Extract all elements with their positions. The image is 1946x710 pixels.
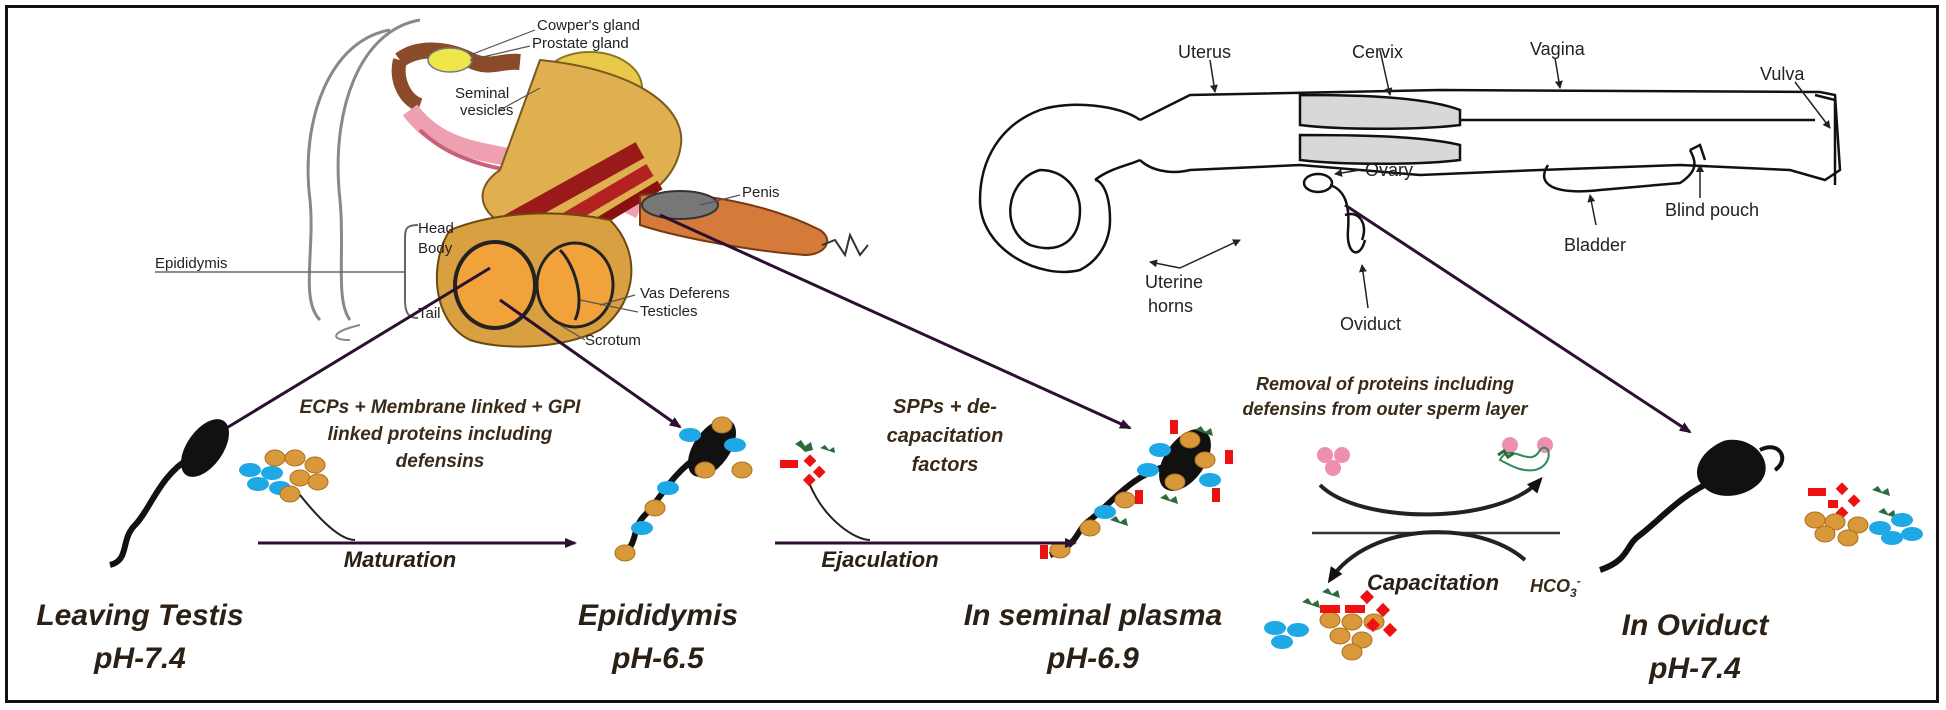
spps-note-line-1: SPPs + de- (893, 396, 997, 418)
vas-deferens-label: Vas Deferens (640, 285, 730, 302)
sperm-epididymis (614, 416, 753, 562)
ecps-note-line-1: ECPs + Membrane linked + GPI (300, 397, 582, 418)
testicles-label: Testicles (640, 303, 698, 320)
seminal-vesicles-label-2: vesicles (460, 102, 513, 119)
protein-cluster-oviduct (1804, 482, 1923, 547)
stage-1-name: Leaving Testis (36, 599, 243, 632)
protein-cluster-removed (1264, 588, 1398, 661)
maturation-label: Maturation (344, 547, 456, 572)
uterine-horns-label-2: horns (1148, 296, 1193, 316)
tail-label: Tail (418, 305, 441, 322)
bicarbonate-label: HCO3- (1530, 574, 1581, 600)
uterine-horns-label-1: Uterine (1145, 272, 1203, 292)
vagina-label: Vagina (1530, 39, 1586, 59)
stage-4-name: In Oviduct (1622, 609, 1771, 642)
sperm-seminal-plasma (1040, 420, 1233, 559)
removal-note-line-2: defensins from outer sperm layer (1242, 399, 1528, 419)
stage-3-ph: pH-6.9 (1046, 642, 1139, 675)
figure-border (5, 5, 1939, 703)
seminal-vesicles-label-1: Seminal (455, 85, 509, 102)
ecps-note-line-3: defensins (396, 451, 485, 472)
location-arrows (213, 203, 1692, 437)
spps-note-line-3: factors (912, 454, 979, 476)
cowpers-gland-label: Cowper's gland (537, 17, 640, 34)
bladder-label: Bladder (1564, 235, 1626, 255)
capacitation-label: Capacitation (1367, 570, 1499, 595)
spps-note-line-2: capacitation (887, 425, 1004, 447)
stage-2-name: Epididymis (578, 599, 738, 632)
sperm-in-oviduct (1598, 439, 1785, 573)
female-labels: Uterus Cervix Vagina Vulva Ovary Blind p… (1145, 39, 1805, 334)
female-label-leaders (1149, 49, 1831, 309)
ovary-label: Ovary (1365, 160, 1413, 180)
uterus-label: Uterus (1178, 42, 1231, 62)
stage-4-ph: pH-7.4 (1648, 652, 1741, 685)
protein-cluster-testis (239, 449, 356, 541)
stage-1-ph: pH-7.4 (93, 642, 186, 675)
cervix-label: Cervix (1352, 42, 1403, 62)
ecps-note-line-2: linked proteins including (328, 424, 553, 445)
head-label: Head (418, 220, 454, 237)
blind-pouch-label: Blind pouch (1665, 200, 1759, 220)
body-label: Body (418, 240, 453, 257)
capacitation-cycle (1312, 437, 1560, 584)
removal-note-line-1: Removal of proteins including (1256, 374, 1514, 394)
penis-label: Penis (742, 184, 780, 201)
vulva-label: Vulva (1760, 64, 1805, 84)
male-anatomy: Cowper's gland Prostate gland Seminal ve… (155, 17, 869, 349)
ejaculation-label: Ejaculation (821, 547, 938, 572)
stage-3-name: In seminal plasma (964, 599, 1222, 632)
scrotum-label: Scrotum (585, 332, 641, 349)
protein-cluster-spp (780, 440, 871, 541)
epididymis-label: Epididymis (155, 255, 228, 272)
oviduct-label: Oviduct (1340, 314, 1401, 334)
female-anatomy (978, 88, 1842, 274)
sperm-leaving-testis (108, 419, 229, 568)
stage-2-ph: pH-6.5 (611, 642, 705, 675)
prostate-gland-label: Prostate gland (532, 35, 629, 52)
